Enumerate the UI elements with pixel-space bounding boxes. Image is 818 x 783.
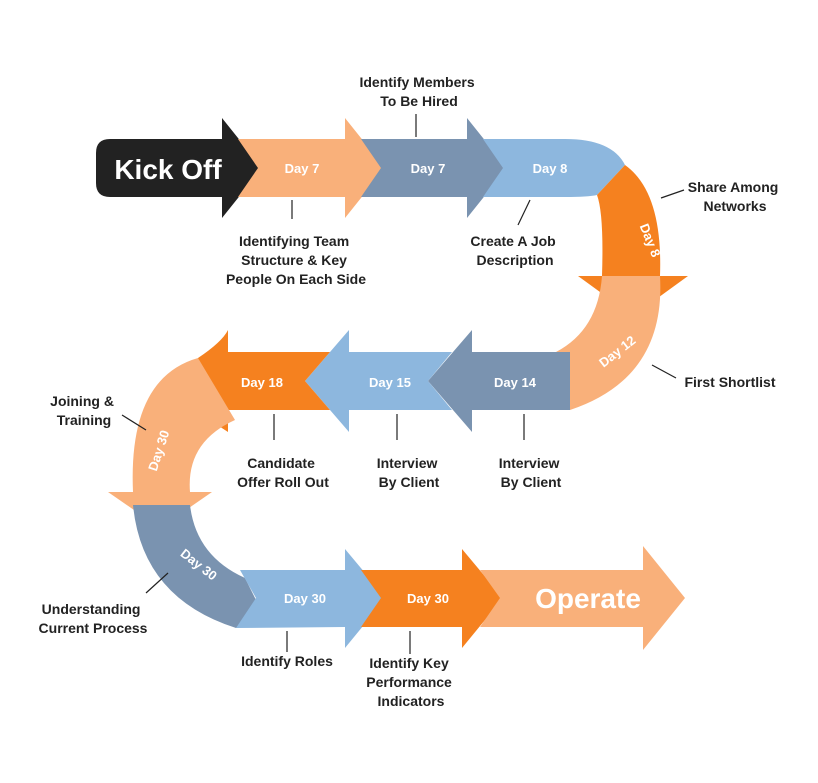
operate-arrow — [480, 546, 685, 650]
step-label-10: Understanding Current Process — [39, 601, 148, 636]
step-label-3: Create A Job Description — [470, 233, 559, 268]
kickoff-arrow — [96, 118, 262, 218]
leader-line-3 — [517, 199, 531, 226]
day-label-12: Day 30 — [407, 591, 449, 606]
day-label-2: Day 7 — [411, 161, 446, 176]
step-arrow-9 — [108, 358, 235, 528]
step-arrow-1 — [238, 118, 385, 218]
step-label-1: Identifying Team Structure & Key People … — [226, 233, 366, 287]
step-label-11: Identify Roles — [241, 653, 333, 669]
step-arrow-7 — [305, 330, 452, 432]
day-label-3: Day 8 — [533, 161, 568, 176]
leader-line-4 — [660, 189, 685, 199]
day-label-8: Day 18 — [241, 375, 283, 390]
step-arrow-10 — [133, 505, 262, 628]
step-arrow-12 — [361, 549, 503, 648]
day-label-11: Day 30 — [284, 591, 326, 606]
step-label-9: Joining & Training — [50, 393, 118, 428]
step-label-2: Identify Members To Be Hired — [359, 74, 478, 109]
leader-line-10 — [145, 572, 169, 594]
step-label-12: Identify Key Performance Indicators — [366, 655, 455, 709]
step-arrow-11 — [236, 549, 386, 648]
leader-line-5 — [651, 364, 677, 379]
step-arrow-5 — [548, 276, 661, 410]
step-arrow-2 — [361, 118, 507, 218]
day-label-1: Day 7 — [285, 161, 320, 176]
day-label-6: Day 14 — [494, 375, 537, 390]
kickoff-label: Kick Off — [114, 154, 222, 185]
step-label-4: Share Among Networks — [688, 179, 782, 214]
operate-label: Operate — [535, 583, 641, 614]
leader-line-9 — [121, 414, 147, 431]
step-label-6: Interview By Client — [499, 455, 564, 490]
step-arrow-6 — [428, 330, 570, 432]
step-label-7: Interview By Client — [377, 455, 442, 490]
step-label-8: Candidate Offer Roll Out — [237, 455, 329, 490]
step-arrow-3 — [483, 139, 625, 197]
day-label-7: Day 15 — [369, 375, 411, 390]
step-label-5: First Shortlist — [684, 374, 775, 390]
